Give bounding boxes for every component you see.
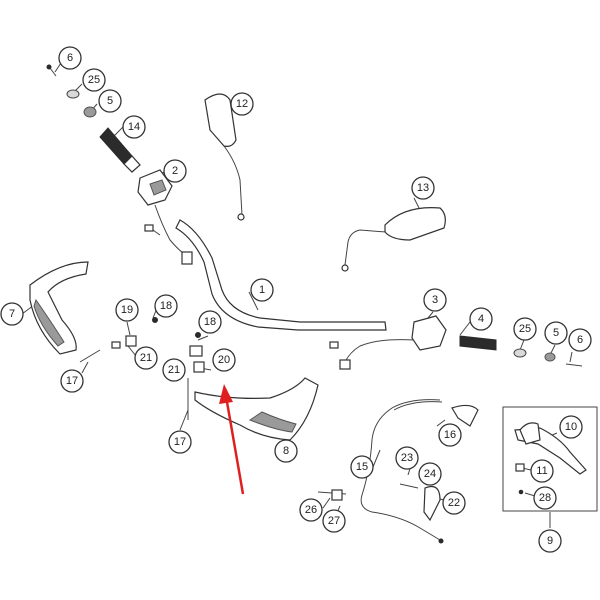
right-switch-part: [329, 315, 447, 370]
svg-text:20: 20: [218, 354, 230, 366]
svg-text:21: 21: [140, 352, 152, 364]
svg-text:17: 17: [174, 436, 186, 448]
callout-24: 24: [418, 462, 442, 486]
cover-part: [451, 404, 479, 427]
callout-18: 18: [154, 294, 178, 318]
svg-text:7: 7: [9, 308, 15, 320]
callout-5: 5: [544, 321, 568, 345]
callouts: 6 25 5 14 2 12 13 1 7 19 18 21 17 18 20 …: [0, 46, 592, 553]
callout-10: 10: [559, 415, 583, 439]
svg-text:21: 21: [168, 364, 180, 376]
callout-19: 19: [115, 298, 139, 322]
svg-text:1: 1: [259, 284, 265, 296]
callout-7: 7: [0, 302, 24, 326]
callout-4: 4: [469, 307, 493, 331]
leader-lines: [21, 59, 573, 528]
svg-text:12: 12: [236, 98, 248, 110]
callout-12: 12: [230, 92, 254, 116]
callout-1: 1: [250, 278, 274, 302]
svg-text:6: 6: [577, 334, 583, 346]
svg-text:24: 24: [424, 468, 436, 480]
callout-23: 23: [395, 446, 419, 470]
left-bar-end-parts: [46, 64, 141, 173]
callout-18: 18: [198, 310, 222, 334]
callout-8: 8: [274, 439, 298, 463]
svg-text:19: 19: [121, 304, 133, 316]
right-mirror-part: [341, 207, 446, 272]
svg-text:15: 15: [356, 461, 368, 473]
callout-21: 21: [162, 358, 186, 382]
svg-text:2: 2: [172, 165, 178, 177]
svg-text:10: 10: [565, 421, 577, 433]
svg-text:6: 6: [67, 52, 73, 64]
left-bracket-parts: [79, 317, 158, 363]
svg-text:26: 26: [305, 504, 317, 516]
red-arrow-annotation: [219, 384, 245, 495]
callout-26: 26: [299, 498, 323, 522]
callout-25: 25: [513, 317, 537, 341]
svg-text:22: 22: [448, 497, 460, 509]
right-handguard-part: [194, 377, 319, 441]
callout-11: 11: [530, 459, 554, 483]
callout-17: 17: [60, 369, 84, 393]
svg-text:14: 14: [128, 121, 140, 133]
svg-text:9: 9: [547, 535, 553, 547]
left-handguard-part: [29, 261, 89, 355]
svg-text:18: 18: [204, 316, 216, 328]
svg-text:5: 5: [107, 95, 113, 107]
callout-22: 22: [442, 491, 466, 515]
handlebar-part: [175, 219, 387, 331]
callout-25: 25: [82, 68, 106, 92]
right-bracket-parts: [187, 332, 205, 420]
callout-27: 27: [322, 509, 346, 533]
svg-text:28: 28: [539, 492, 551, 504]
svg-text:16: 16: [444, 429, 456, 441]
svg-text:27: 27: [328, 515, 340, 527]
parts: [29, 64, 598, 544]
svg-text:25: 25: [88, 74, 100, 86]
callout-9: 9: [538, 529, 562, 553]
callout-6: 6: [58, 46, 82, 70]
svg-text:8: 8: [283, 445, 289, 457]
svg-text:25: 25: [519, 323, 531, 335]
right-bar-end-parts: [459, 335, 583, 367]
callout-28: 28: [533, 486, 557, 510]
svg-text:3: 3: [432, 294, 438, 306]
callout-2: 2: [163, 159, 187, 183]
left-mirror-part: [204, 93, 245, 221]
lever-small-parts: [399, 483, 441, 522]
svg-text:5: 5: [553, 327, 559, 339]
callout-14: 14: [122, 115, 146, 139]
callout-21: 21: [134, 346, 158, 370]
callout-3: 3: [423, 288, 447, 312]
svg-text:11: 11: [536, 465, 547, 477]
svg-text:23: 23: [401, 452, 413, 464]
svg-text:18: 18: [160, 300, 172, 312]
svg-text:13: 13: [417, 182, 429, 194]
callout-16: 16: [438, 423, 462, 447]
lever-kit-part: [502, 406, 598, 512]
callout-20: 20: [212, 348, 236, 372]
svg-text:4: 4: [478, 313, 484, 325]
callout-13: 13: [411, 176, 435, 200]
callout-17: 17: [168, 430, 192, 454]
callout-6: 6: [568, 328, 592, 352]
left-switch-part: [137, 169, 193, 265]
callout-5: 5: [98, 89, 122, 113]
svg-text:17: 17: [66, 375, 78, 387]
callout-15: 15: [350, 455, 374, 479]
fitting-parts: [317, 489, 347, 501]
